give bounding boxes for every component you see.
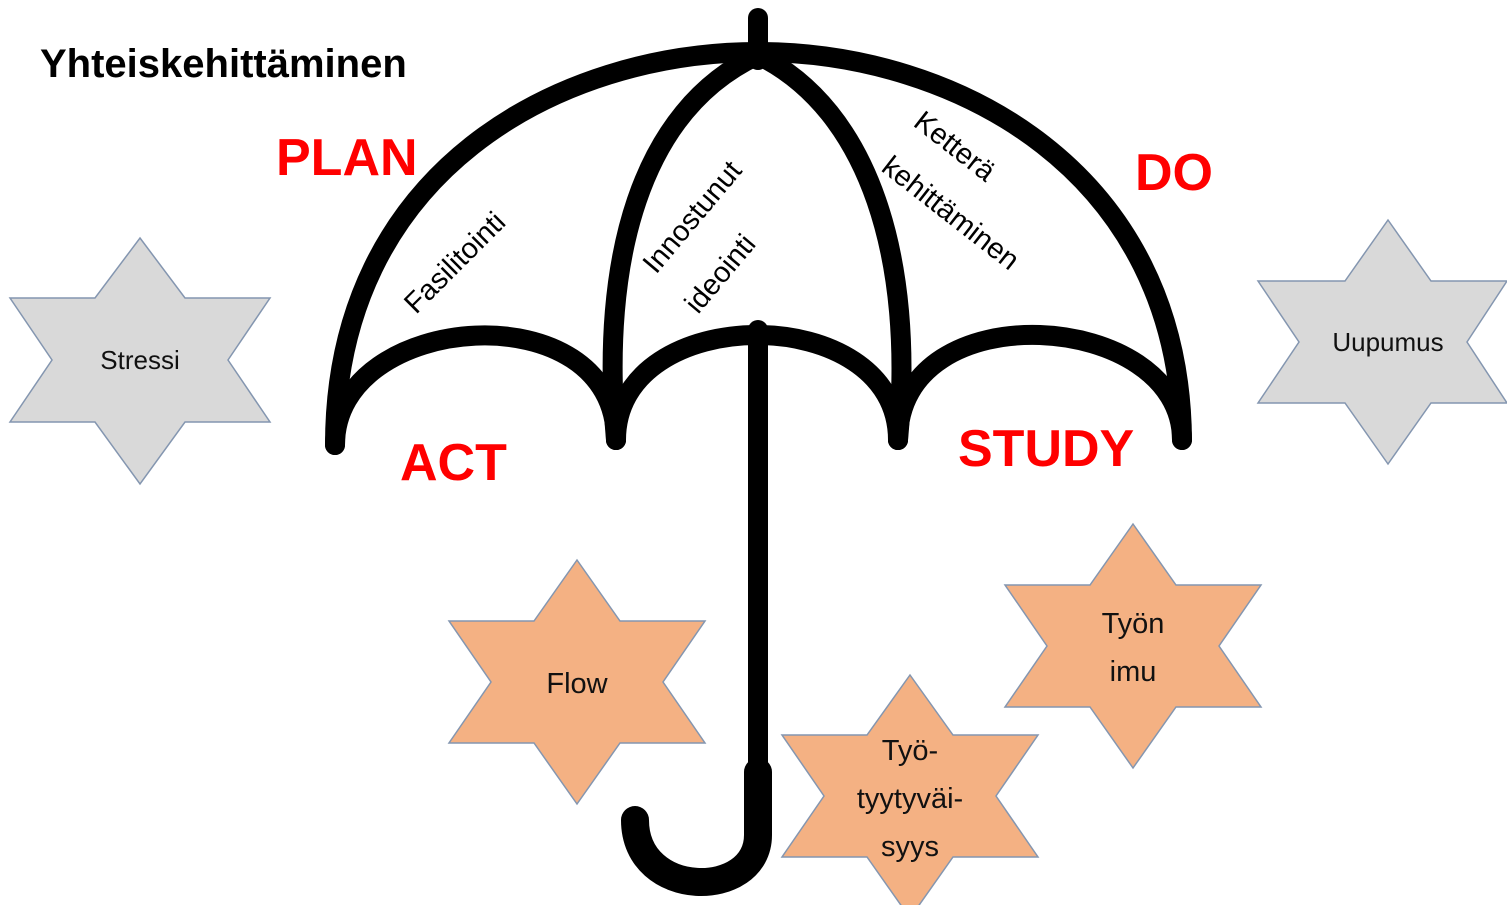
pdsa-plan-label: PLAN <box>276 129 418 187</box>
tyotyytyvaisyys-label-line1: Työ- <box>882 735 938 767</box>
flow-label: Flow <box>546 668 608 700</box>
uupumus-star: Uupumus <box>1256 218 1507 466</box>
stressi-star: Stressi <box>8 236 272 486</box>
umbrella-icon <box>325 8 1192 782</box>
umbrella-scallop-1 <box>325 325 626 455</box>
hexagram-star-icon <box>8 236 272 486</box>
flow-star: Flow <box>447 558 707 806</box>
hexagram-star-icon <box>1003 522 1263 770</box>
tyon-imu-star: Työn imu <box>1003 522 1263 770</box>
stressi-label: Stressi <box>100 345 179 375</box>
tyotyytyvaisyys-star: Työ- tyytyväi- syys <box>780 673 1040 910</box>
tyon-imu-label-line1: Työn <box>1102 608 1165 640</box>
pdsa-study-label: STUDY <box>958 420 1134 478</box>
tyon-imu-label-line2: imu <box>1110 656 1157 688</box>
umbrella-handle <box>621 758 772 896</box>
tyotyytyvaisyys-label-line2: tyytyväi- <box>857 783 963 815</box>
umbrella-rib-right <box>748 45 912 450</box>
umbrella-rib-left <box>602 45 768 450</box>
hexagram-star-icon <box>1256 218 1507 466</box>
hexagram-star-icon <box>780 673 1040 910</box>
umbrella-scallop-3 <box>888 325 1192 450</box>
pdsa-do-label: DO <box>1135 144 1213 202</box>
pdsa-act-label: ACT <box>400 434 507 492</box>
tyotyytyvaisyys-label-line3: syys <box>881 831 939 863</box>
diagram-title: Yhteiskehittäminen <box>40 42 407 86</box>
uupumus-label: Uupumus <box>1332 327 1443 357</box>
hexagram-star-icon <box>447 558 707 806</box>
segment-label-fasilitointi: Fasilitointi <box>398 206 512 320</box>
